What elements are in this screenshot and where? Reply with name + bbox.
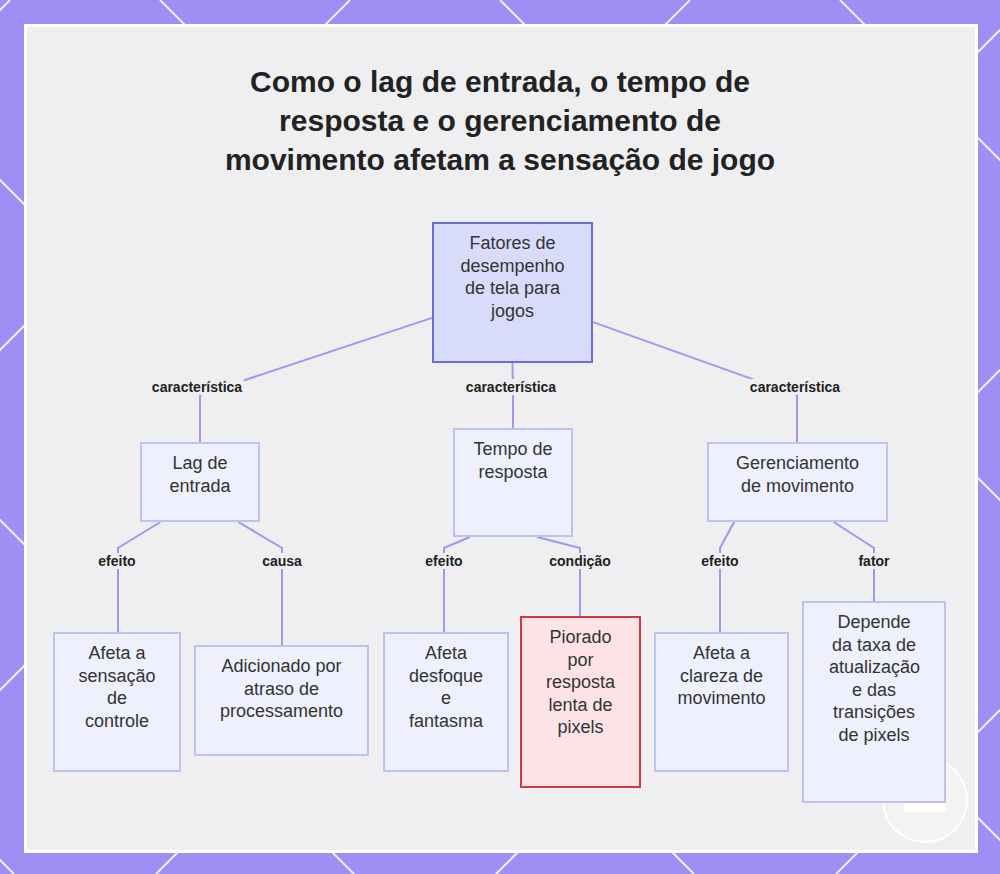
- diagram-title: Como o lag de entrada, o tempo de respos…: [200, 62, 800, 179]
- node-text: Adicionado por atraso de processamento: [213, 655, 350, 723]
- edge-label: efeito: [699, 553, 740, 569]
- connector-line: [118, 522, 160, 632]
- edge-label: característica: [150, 379, 244, 395]
- concept-box: Depende da taxa de atualização e das tra…: [802, 601, 946, 803]
- edge-label: característica: [748, 379, 842, 395]
- edge-label: efeito: [423, 553, 464, 569]
- node-text: Gerenciamento de movimento: [729, 452, 866, 497]
- concept-box: Afeta a clareza de movimento: [654, 632, 789, 772]
- concept-box: Afeta a sensação de controle: [53, 632, 181, 772]
- concept-box: Afeta desfoque e fantasma: [383, 632, 509, 772]
- node-text: Afeta a sensação de controle: [74, 642, 160, 732]
- node-text: Afeta a clareza de movimento: [673, 642, 770, 710]
- edge-label: condição: [547, 553, 612, 569]
- edge-label: efeito: [96, 553, 137, 569]
- edge-label: característica: [464, 379, 558, 395]
- concept-box: Tempo de resposta: [453, 428, 573, 537]
- node-text: Fatores de desempenho de tela para jogos: [454, 232, 571, 322]
- edge-label: causa: [260, 553, 304, 569]
- connector-line: [720, 522, 734, 632]
- node-text: Tempo de resposta: [470, 438, 556, 483]
- root-box: Fatores de desempenho de tela para jogos: [432, 222, 593, 363]
- concept-box: Adicionado por atraso de processamento: [194, 645, 369, 756]
- edge-label: fator: [856, 553, 891, 569]
- node-text: Afeta desfoque e fantasma: [405, 642, 487, 732]
- node-text: Piorado por resposta lenta de pixels: [542, 626, 619, 739]
- connector-line: [537, 537, 580, 616]
- concept-box: Lag de entrada: [140, 442, 260, 522]
- connector-line: [512, 363, 515, 428]
- node-text: Lag de entrada: [157, 452, 243, 497]
- warning-box: Piorado por resposta lenta de pixels: [520, 616, 641, 788]
- concept-box: Gerenciamento de movimento: [707, 442, 888, 522]
- connector-line: [444, 537, 470, 632]
- node-text: Depende da taxa de atualização e das tra…: [829, 611, 919, 746]
- connector-line: [238, 522, 282, 645]
